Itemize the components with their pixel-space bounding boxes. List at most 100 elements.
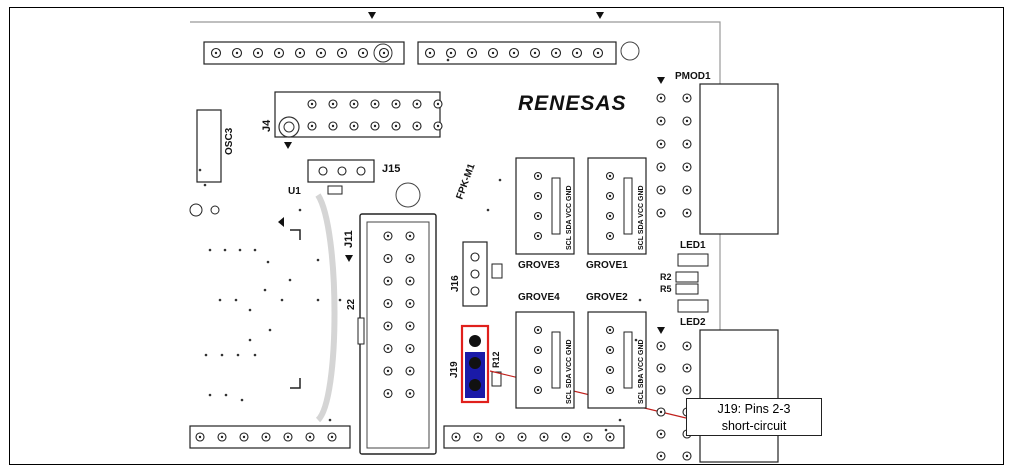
u1-label: U1 xyxy=(288,186,301,197)
led2 xyxy=(677,299,709,313)
grove4-label: GROVE4 xyxy=(518,292,560,303)
pad xyxy=(433,121,443,131)
pad xyxy=(656,185,666,195)
pad xyxy=(217,432,227,442)
pad xyxy=(294,47,306,59)
j19-pin-3 xyxy=(469,379,481,391)
pad xyxy=(378,47,390,59)
j19-pin-1 xyxy=(469,335,481,347)
pad xyxy=(383,343,393,354)
grove-pin-labels: SCL SDA VCC GND xyxy=(566,339,573,404)
pad xyxy=(273,47,285,59)
led1 xyxy=(677,253,709,267)
pmod1-label: PMOD1 xyxy=(675,71,711,82)
pad xyxy=(405,231,415,241)
pad xyxy=(383,253,393,264)
callout-box: J19: Pins 2-3 short-circuit xyxy=(686,398,822,436)
renesas-logo: RENESAS xyxy=(518,92,627,115)
top-header-right xyxy=(417,41,617,65)
pad xyxy=(656,93,666,103)
pad xyxy=(605,191,615,201)
grove-connector: SCL SDA VCC GND xyxy=(587,157,647,255)
pad xyxy=(231,47,243,59)
pad xyxy=(239,432,249,442)
pad xyxy=(383,276,393,286)
pad xyxy=(405,388,415,399)
pad xyxy=(682,139,692,149)
pad xyxy=(495,432,505,442)
pmod2-connector xyxy=(699,329,779,463)
pad xyxy=(383,321,393,331)
pad xyxy=(682,185,692,195)
pad xyxy=(533,211,543,221)
pad xyxy=(682,116,692,126)
smd-part xyxy=(327,185,343,195)
pad xyxy=(424,47,436,59)
led2-label: LED2 xyxy=(680,317,706,328)
pad xyxy=(405,253,415,264)
smd-part xyxy=(491,263,503,279)
r2-label: R2 xyxy=(660,272,672,282)
pad xyxy=(357,47,369,59)
pad xyxy=(682,93,692,103)
pad xyxy=(533,385,543,395)
pad xyxy=(605,365,615,375)
pad xyxy=(656,385,666,395)
j16-header xyxy=(462,241,488,307)
pad xyxy=(370,99,380,109)
pad xyxy=(336,47,348,59)
pad xyxy=(305,432,315,442)
figure-frame xyxy=(9,7,1004,465)
j19-pin-2 xyxy=(469,357,481,369)
pad xyxy=(605,325,615,335)
led1-label: LED1 xyxy=(680,240,706,251)
pad xyxy=(451,432,461,442)
pad xyxy=(405,321,415,331)
pad xyxy=(605,345,615,355)
pad xyxy=(539,432,549,442)
pad xyxy=(412,121,422,131)
pad xyxy=(433,99,443,109)
pad xyxy=(605,385,615,395)
pad xyxy=(261,432,271,442)
board-outline xyxy=(190,21,721,462)
j19-jumper xyxy=(460,324,490,404)
pad xyxy=(405,366,415,376)
pad xyxy=(533,345,543,355)
pad xyxy=(605,231,615,241)
pad xyxy=(195,432,205,442)
pad xyxy=(405,298,415,309)
grove-connector: SCL SDA VCC GND xyxy=(515,157,575,255)
pad xyxy=(656,162,666,172)
mounting-hole xyxy=(620,41,640,61)
grove1-label: GROVE1 xyxy=(586,260,628,271)
pad xyxy=(529,47,541,59)
pad xyxy=(383,231,393,241)
j4-label: J4 xyxy=(261,119,273,132)
pad xyxy=(349,121,359,131)
pad xyxy=(656,407,666,417)
pad xyxy=(592,47,604,59)
pad xyxy=(533,325,543,335)
pad xyxy=(487,47,499,59)
pad xyxy=(328,121,338,131)
pad xyxy=(328,99,338,109)
pad xyxy=(383,298,393,309)
j11-connector xyxy=(357,213,437,455)
j19-label: J19 xyxy=(449,361,460,378)
pad xyxy=(391,99,401,109)
pad xyxy=(445,47,457,59)
pad xyxy=(682,208,692,218)
pad xyxy=(583,432,593,442)
osc3-label: OSC3 xyxy=(224,127,235,155)
pad xyxy=(656,116,666,126)
pad xyxy=(466,47,478,59)
top-header-left xyxy=(203,41,610,65)
grove-pin-labels: SCL SDA VCC GND xyxy=(638,185,645,250)
pad xyxy=(656,451,666,461)
j16-label: J16 xyxy=(450,275,461,292)
pad xyxy=(283,432,293,442)
pad xyxy=(210,47,222,59)
bottom-header-right xyxy=(443,425,625,449)
fpk-label: FPK-M1 xyxy=(454,162,477,201)
